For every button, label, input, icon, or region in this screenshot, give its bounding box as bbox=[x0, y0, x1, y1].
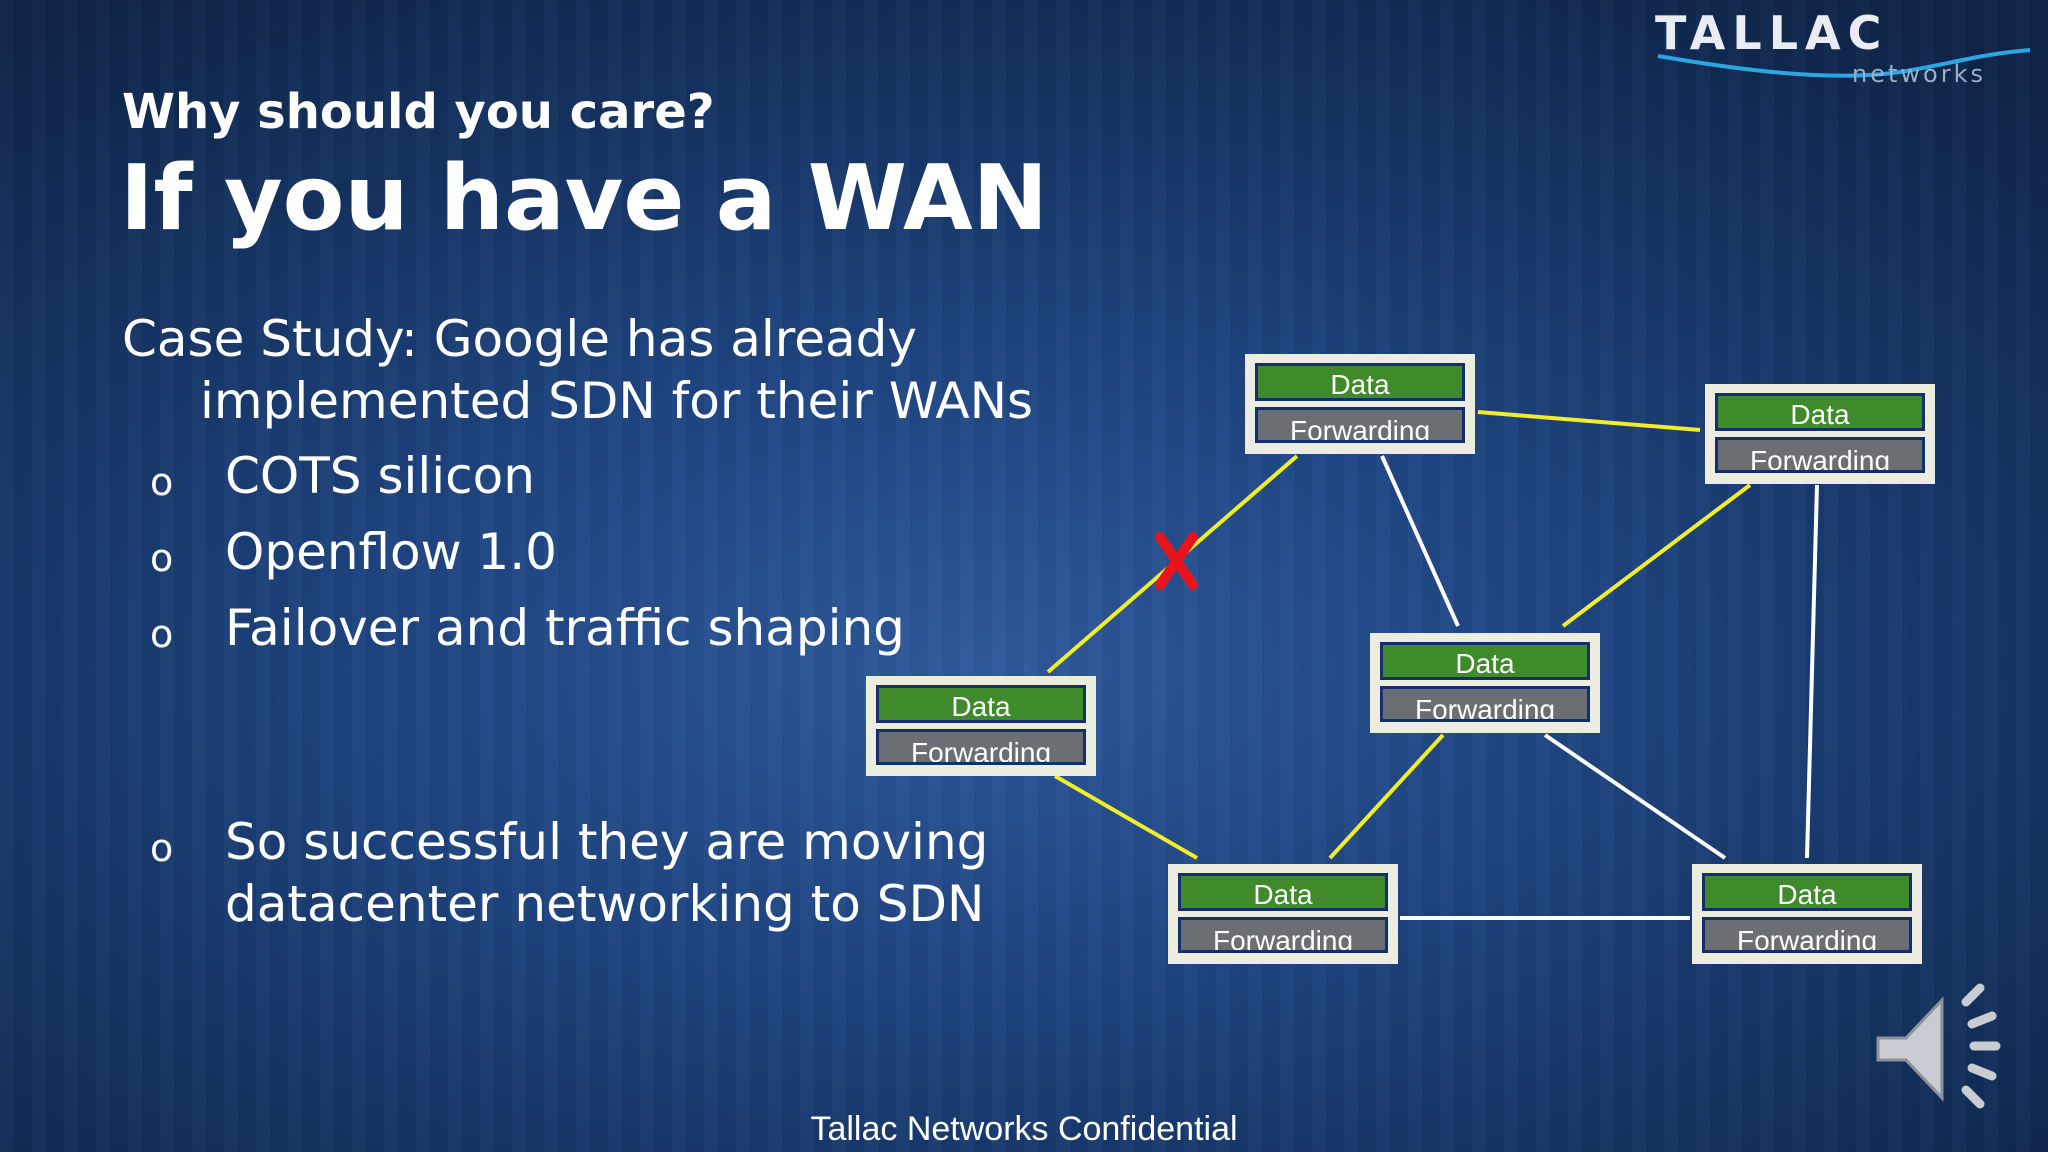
bullet-marker: o bbox=[150, 612, 174, 656]
case-study-line-1: Case Study: Google has already bbox=[122, 310, 917, 368]
slide-subtitle: Why should you care? bbox=[122, 84, 715, 140]
forwarding-label: Forwarding bbox=[876, 729, 1086, 765]
logo-swoosh bbox=[1657, 48, 2031, 78]
link-n2-n4 bbox=[1561, 483, 1752, 628]
bullet-marker: o bbox=[150, 826, 174, 870]
link-n3-n5 bbox=[1053, 774, 1199, 860]
switch-node: Data Forwarding bbox=[1245, 354, 1475, 454]
link-n4-n5 bbox=[1328, 733, 1445, 860]
data-plane-label: Data bbox=[1178, 873, 1388, 911]
bullet-failover: Failover and traffic shaping bbox=[225, 599, 905, 657]
bullet-datacenter-line-1: So successful they are moving bbox=[225, 813, 989, 871]
forwarding-label: Forwarding bbox=[1255, 407, 1465, 443]
link-n4-n6 bbox=[1543, 733, 1727, 860]
tallac-logo: TALLAC networks bbox=[1650, 6, 2040, 96]
slide-title: If you have a WAN bbox=[120, 146, 1048, 251]
switch-node: Data Forwarding bbox=[1168, 864, 1398, 964]
data-plane-label: Data bbox=[1255, 363, 1465, 401]
logo-wordmark: TALLAC bbox=[1655, 6, 1889, 60]
audio-speaker-icon[interactable] bbox=[1870, 980, 2020, 1110]
logo-subtext: networks bbox=[1852, 60, 1986, 88]
forwarding-label: Forwarding bbox=[1380, 686, 1590, 722]
bullet-datacenter-line-2: datacenter networking to SDN bbox=[225, 875, 985, 933]
switch-node: Data Forwarding bbox=[1370, 633, 1600, 733]
link-failure-x-icon bbox=[1155, 532, 1198, 590]
bullet-marker: o bbox=[150, 460, 174, 504]
data-plane-label: Data bbox=[1715, 393, 1925, 431]
bullet-cots-silicon: COTS silicon bbox=[225, 447, 535, 505]
data-plane-label: Data bbox=[1380, 642, 1590, 680]
data-plane-label: Data bbox=[876, 685, 1086, 723]
forwarding-label: Forwarding bbox=[1702, 917, 1912, 953]
case-study-line-2: implemented SDN for their WANs bbox=[200, 372, 1034, 430]
bullet-openflow: Openflow 1.0 bbox=[225, 523, 557, 581]
bullet-marker: o bbox=[150, 536, 174, 580]
switch-node: Data Forwarding bbox=[1705, 384, 1935, 484]
switch-node: Data Forwarding bbox=[866, 676, 1096, 776]
link-n2-n6 bbox=[1805, 484, 1819, 859]
forwarding-label: Forwarding bbox=[1715, 437, 1925, 473]
link-n1-n2 bbox=[1477, 410, 1701, 432]
link-n1-n4 bbox=[1380, 455, 1460, 627]
forwarding-label: Forwarding bbox=[1178, 917, 1388, 953]
switch-node: Data Forwarding bbox=[1692, 864, 1922, 964]
confidential-footer: Tallac Networks Confidential bbox=[810, 1110, 1238, 1148]
data-plane-label: Data bbox=[1702, 873, 1912, 911]
